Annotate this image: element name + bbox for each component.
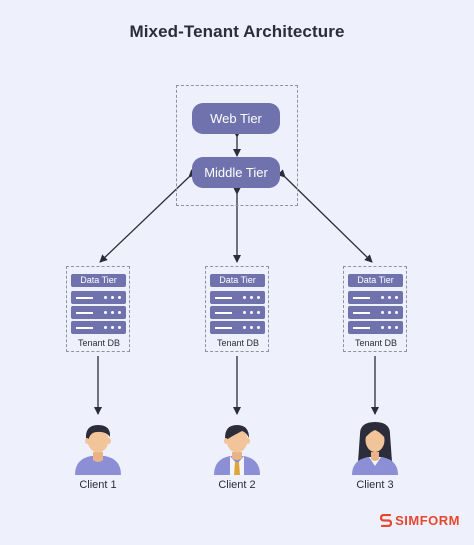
middle-tier-node: Middle Tier [192,157,280,188]
database-server-icon [348,306,403,319]
client-label: Client 3 [356,479,394,491]
tenant-db-caption: Tenant DB [216,338,260,348]
female-user-icon [352,422,398,475]
client-label: Client 2 [218,479,256,491]
arrow-app-db-1 [99,169,197,263]
diagram-title: Mixed-Tenant Architecture [129,22,345,41]
data-tier-label: Data Tier [210,274,265,287]
database-server-icon [210,321,265,334]
database-server-icon [71,321,126,334]
simform-logo-icon [380,513,393,528]
database-server-icon [348,291,403,304]
database-server-icon [71,291,126,304]
data-tier-label: Data Tier [71,274,126,287]
tenant-db-group-1: Data Tier Tenant DB [66,266,130,352]
application-tier-group [176,85,298,206]
male-user-icon [75,425,121,475]
database-server-icon [210,306,265,319]
tenant-db-caption: Tenant DB [77,338,121,348]
data-tier-label: Data Tier [348,274,403,287]
tenant-db-caption: Tenant DB [354,338,398,348]
database-server-icon [71,306,126,319]
brand-logo: SIMFORM [380,513,460,528]
arrow-app-db-3 [277,169,373,263]
male-user-tie-icon [214,425,260,475]
brand-name: SIMFORM [395,513,460,528]
database-server-icon [210,291,265,304]
database-server-icon [348,321,403,334]
tenant-db-group-3: Data Tier Tenant DB [343,266,407,352]
tenant-db-group-2: Data Tier Tenant DB [205,266,269,352]
web-tier-node: Web Tier [192,103,280,134]
client-label: Client 1 [79,479,117,491]
